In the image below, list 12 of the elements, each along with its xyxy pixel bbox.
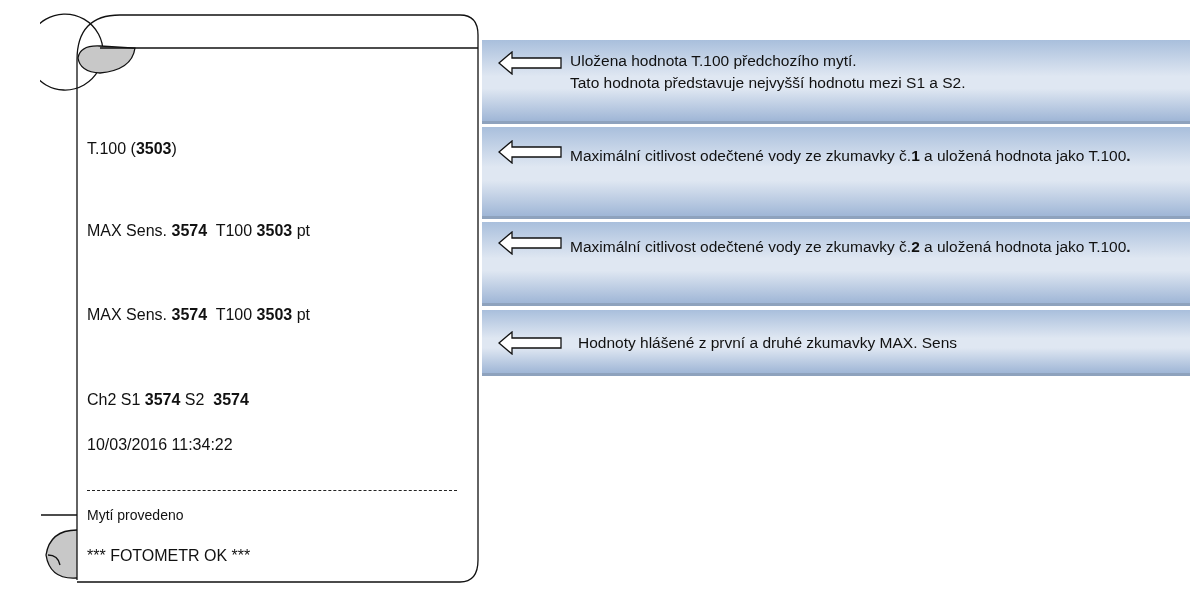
callout-text: Uložena hodnota T.100 předchozího mytí.	[570, 51, 858, 71]
printout-line: MAX Sens. 3574 T100 3503 pt	[87, 221, 310, 241]
printout-line: MAX Sens. 3574 T100 3503 pt	[87, 305, 310, 325]
callout-text: Tato hodnota představuje nejvyšší hodnotu mezi S1 a S2.	[570, 73, 967, 93]
callout-text: Maximální citlivost odečtené vody ze zkumavky č.1 a uložená hodnota jako T.100.	[570, 146, 1132, 166]
status-text: Mytí provedeno	[87, 506, 184, 525]
status-text: *** FOTOMETR OK ***	[87, 546, 251, 566]
timestamp: 10/03/2016 11:34:22	[87, 435, 233, 455]
printout-line: T.100 (3503)	[87, 139, 177, 159]
callout-text: Hodnoty hlášené z první a druhé zkumavky MAX. Sens	[578, 333, 959, 353]
printout-line: Ch2 S1 3574 S2 3574	[87, 390, 249, 410]
callout-text: Maximální citlivost odečtené vody ze zkumavky č.2 a uložená hodnota jako T.100.	[570, 237, 1132, 257]
